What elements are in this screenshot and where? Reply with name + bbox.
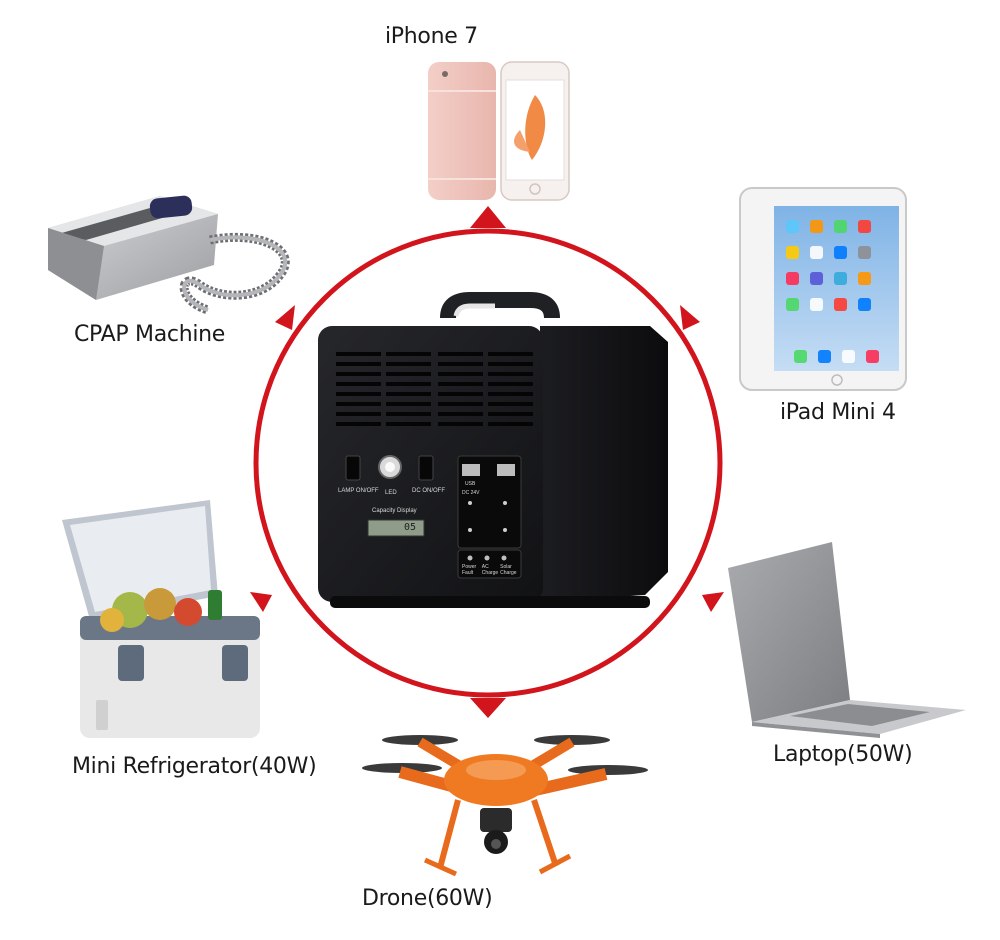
drone-image [362,735,648,877]
dc-switch-label: DC ON/OFF [412,488,445,494]
capacity-display-label: Capacity Display [372,508,417,514]
fridge-image [62,500,260,738]
laptop-label: Laptop(50W) [773,742,913,767]
dc24-port-label: DC 24V [462,490,480,496]
capacity-display-value: 05 [404,522,417,533]
ipad-label: iPad Mini 4 [780,400,896,425]
status-indicators: Power Fault AC Charge Solar Charge [462,564,522,576]
usb-port-label: USB [465,481,476,487]
status-ac-charge: AC Charge [481,564,499,576]
iphone-image [428,61,570,201]
status-solar-charge: Solar Charge [500,564,517,576]
lamp-switch-label: LAMP ON/OFF [338,488,379,494]
status-power-fault: Power Fault [462,564,477,576]
drone-label: Drone(60W) [362,886,493,911]
laptop-image [728,542,966,738]
fridge-label: Mini Refrigerator(40W) [72,754,317,779]
connection-ring [250,206,724,718]
power-station [318,292,668,608]
iphone-label: iPhone 7 [385,24,478,49]
led-label: LED [385,490,397,496]
cpap-label: CPAP Machine [74,322,226,347]
cpap-image [48,195,290,315]
ipad-image [739,187,907,391]
